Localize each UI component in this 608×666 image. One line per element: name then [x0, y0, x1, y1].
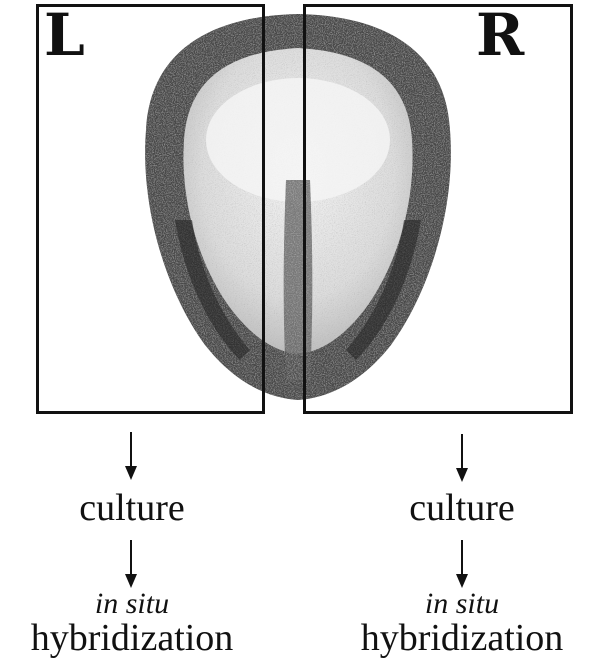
left-step-in-situ: in situ — [2, 588, 262, 620]
left-step-hybridization: hybridization — [2, 619, 262, 659]
right-step-hybridization: hybridization — [332, 619, 592, 659]
left-step-culture: culture — [2, 488, 262, 530]
left-arrow-to-culture — [125, 432, 137, 480]
left-panel-label: L — [44, 6, 85, 64]
right-step-culture: culture — [332, 488, 592, 530]
right-panel-label: R — [476, 6, 524, 64]
right-arrow-to-culture — [456, 434, 468, 482]
right-arrow-to-hybridization — [456, 540, 468, 588]
embryo-tissue — [145, 14, 451, 400]
right-step-in-situ: in situ — [332, 588, 592, 620]
left-arrow-to-hybridization — [125, 540, 137, 588]
